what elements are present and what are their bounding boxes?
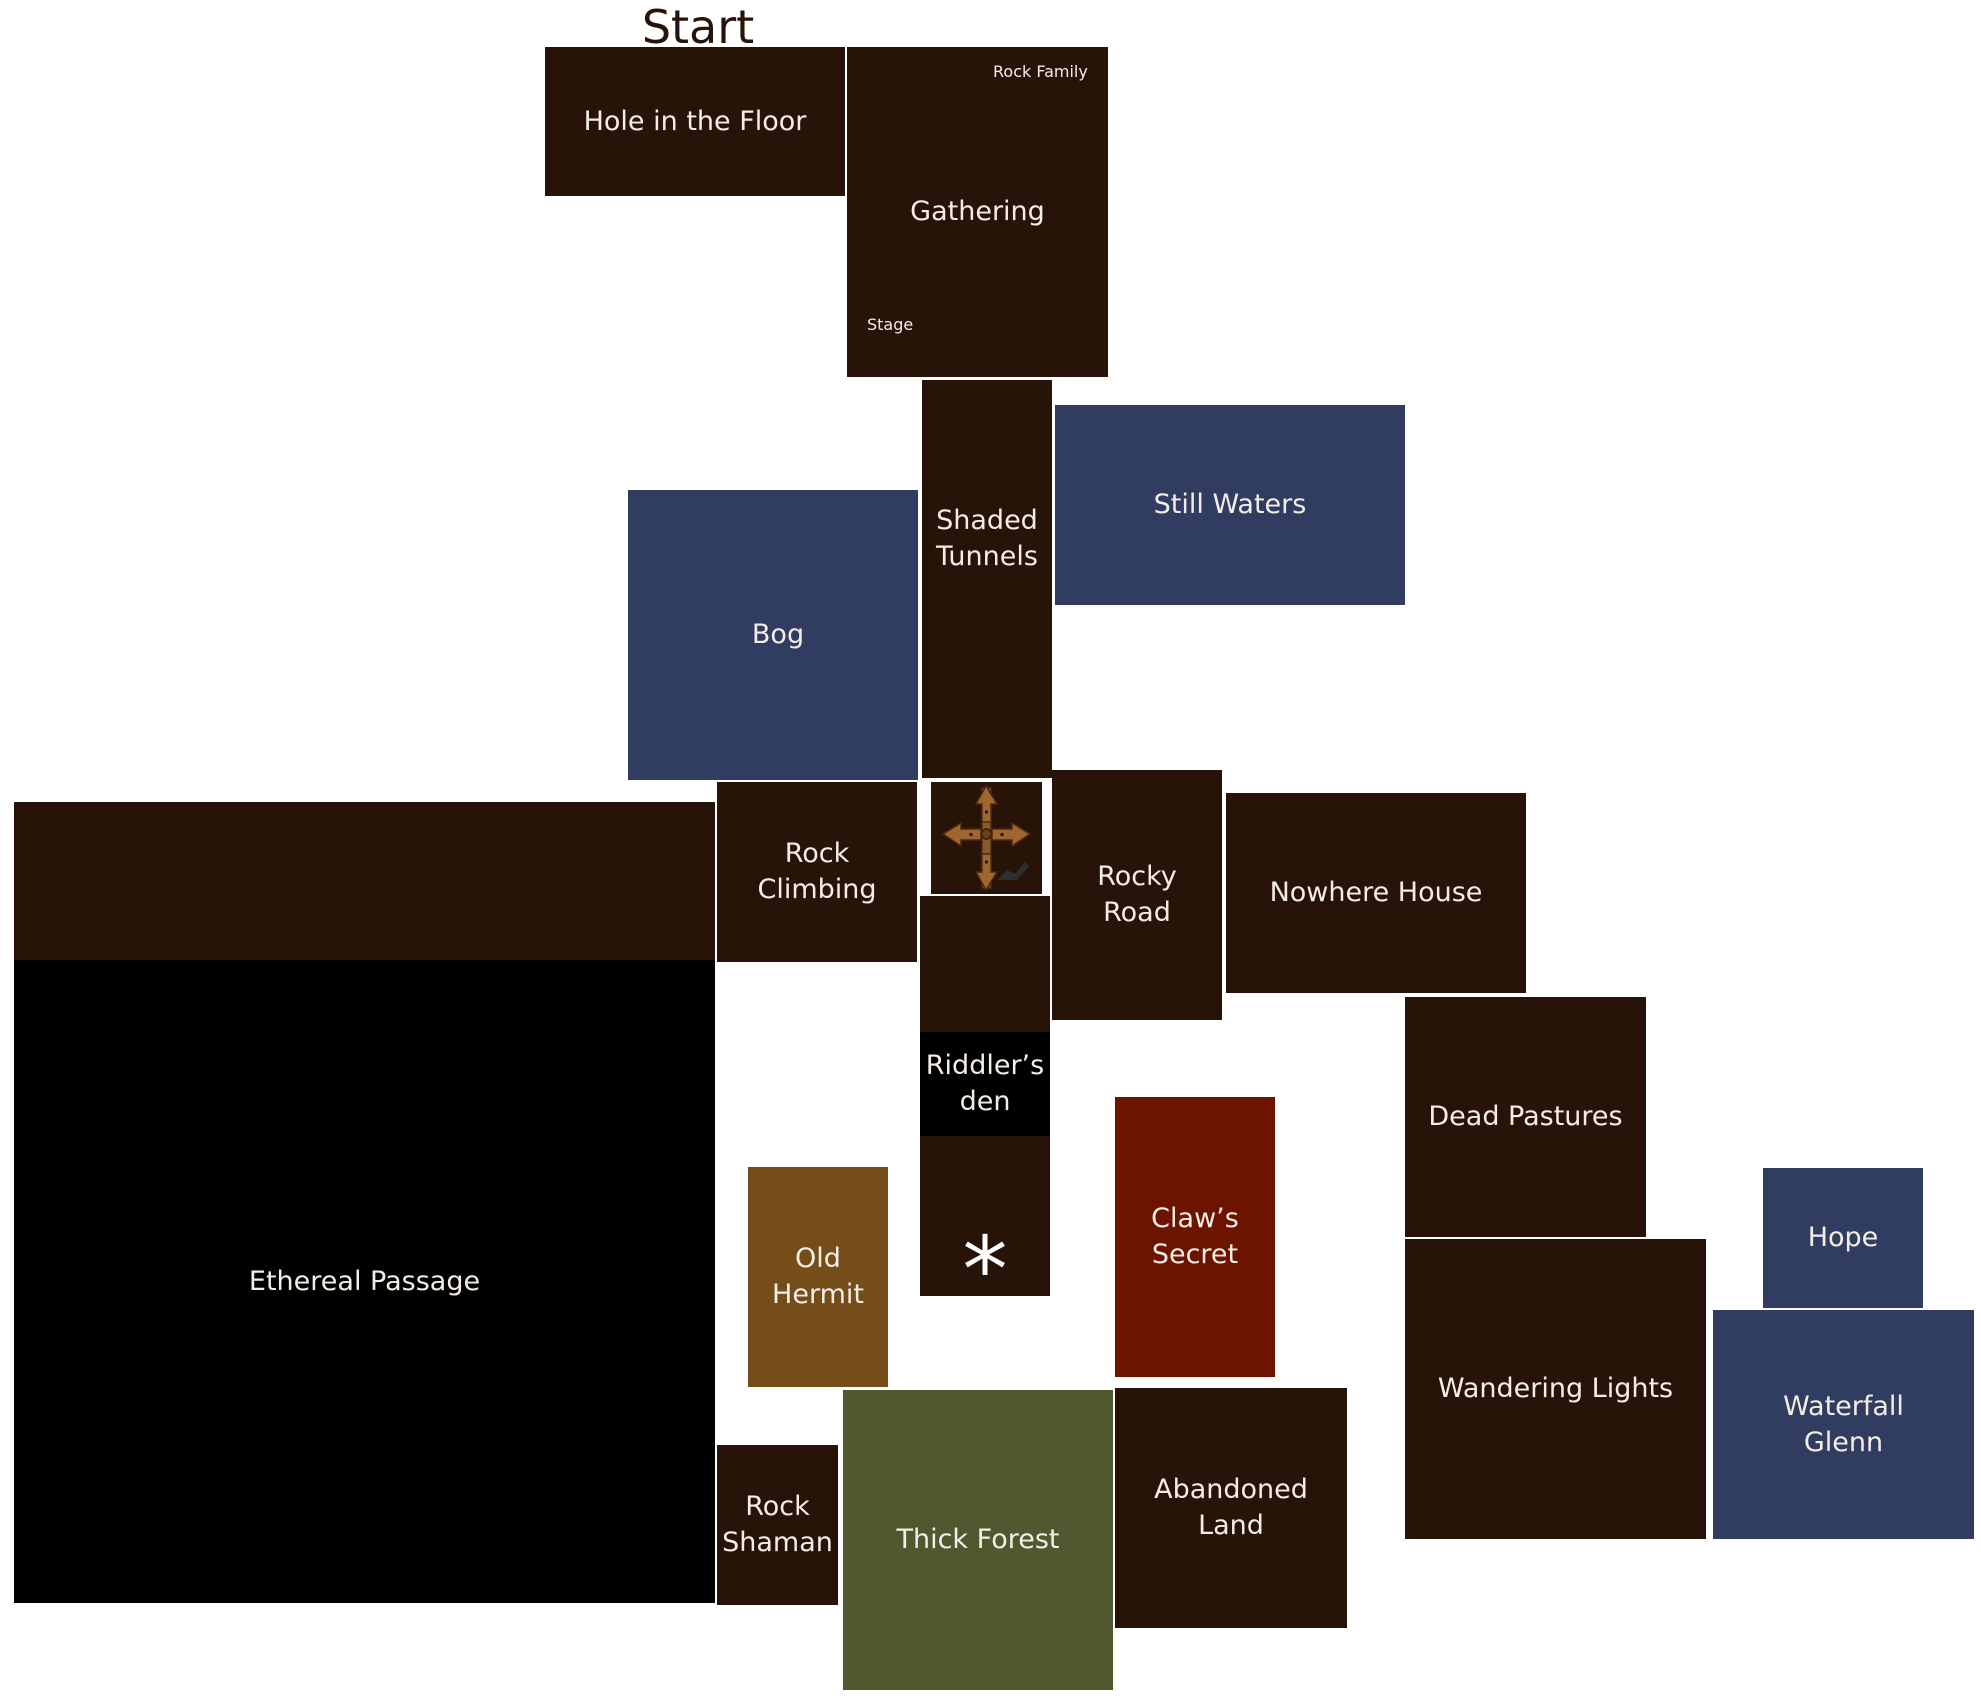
room-label: Abandoned Land: [1154, 1474, 1308, 1541]
room-label: Nowhere House: [1269, 877, 1483, 908]
room-label: Riddler’s den: [925, 1050, 1045, 1117]
room-rock-shaman[interactable]: Rock Shaman: [717, 1445, 838, 1605]
room-shaded-tunnels[interactable]: Shaded Tunnels: [922, 380, 1052, 778]
crossroads-tile[interactable]: [931, 782, 1042, 894]
room-label: Shaded Tunnels: [936, 505, 1038, 572]
room-label: Waterfall Glenn: [1783, 1390, 1904, 1458]
riddler-passage-south[interactable]: [920, 1136, 1050, 1296]
room-label: Wandering Lights: [1437, 1373, 1674, 1404]
room-rocky-road[interactable]: Rocky Road: [1052, 770, 1222, 1020]
room-label: Old Hermit: [772, 1243, 864, 1310]
room-claws-secret[interactable]: Claw’s Secret: [1115, 1097, 1275, 1377]
room-label: Bog: [751, 619, 805, 650]
room-still-waters[interactable]: Still Waters: [1055, 405, 1405, 605]
room-hole-in-the-floor[interactable]: Hole in the Floor: [545, 47, 845, 196]
stage-label: Stage: [867, 315, 914, 334]
room-dead-pastures[interactable]: Dead Pastures: [1405, 997, 1646, 1237]
room-riddlers-den[interactable]: Riddler’s den: [920, 1032, 1050, 1136]
room-label: Rock Shaman: [722, 1491, 833, 1558]
room-label: Rock Climbing: [757, 838, 877, 905]
crossroads-signpost-icon: [941, 784, 1032, 892]
riddler-passage-north[interactable]: [920, 896, 1050, 1032]
room-bog[interactable]: Bog: [628, 490, 918, 780]
room-gathering[interactable]: Gathering: [847, 47, 1108, 377]
room-label: Hole in the Floor: [583, 105, 807, 137]
start-label: Start: [641, 0, 755, 54]
room-abandoned-land[interactable]: Abandoned Land: [1115, 1388, 1347, 1628]
room-old-hermit[interactable]: Old Hermit: [748, 1167, 888, 1387]
room-thick-forest[interactable]: Thick Forest: [843, 1390, 1113, 1690]
room-label: Claw’s Secret: [1151, 1203, 1239, 1270]
secret-asterisk-icon: *: [962, 1218, 1008, 1323]
room-wandering-lights[interactable]: Wandering Lights: [1405, 1239, 1706, 1539]
room-ethereal-passage[interactable]: Ethereal Passage: [14, 960, 715, 1603]
room-label: Thick Forest: [896, 1524, 1060, 1555]
room-hope[interactable]: Hope: [1763, 1168, 1923, 1308]
room-label: Hope: [1807, 1222, 1879, 1253]
room-label: Rocky Road: [1097, 861, 1177, 928]
room-label: Ethereal Passage: [248, 1266, 481, 1297]
room-nowhere-house[interactable]: Nowhere House: [1226, 793, 1526, 993]
room-waterfall-glenn[interactable]: Waterfall Glenn: [1713, 1310, 1974, 1539]
rock-family-label: Rock Family: [993, 62, 1088, 81]
room-label: Dead Pastures: [1428, 1101, 1623, 1132]
ethereal-passage-entrance[interactable]: [14, 802, 715, 960]
room-rock-climbing[interactable]: Rock Climbing: [717, 782, 917, 962]
room-label: Gathering: [910, 196, 1045, 227]
room-label: Still Waters: [1153, 489, 1307, 520]
